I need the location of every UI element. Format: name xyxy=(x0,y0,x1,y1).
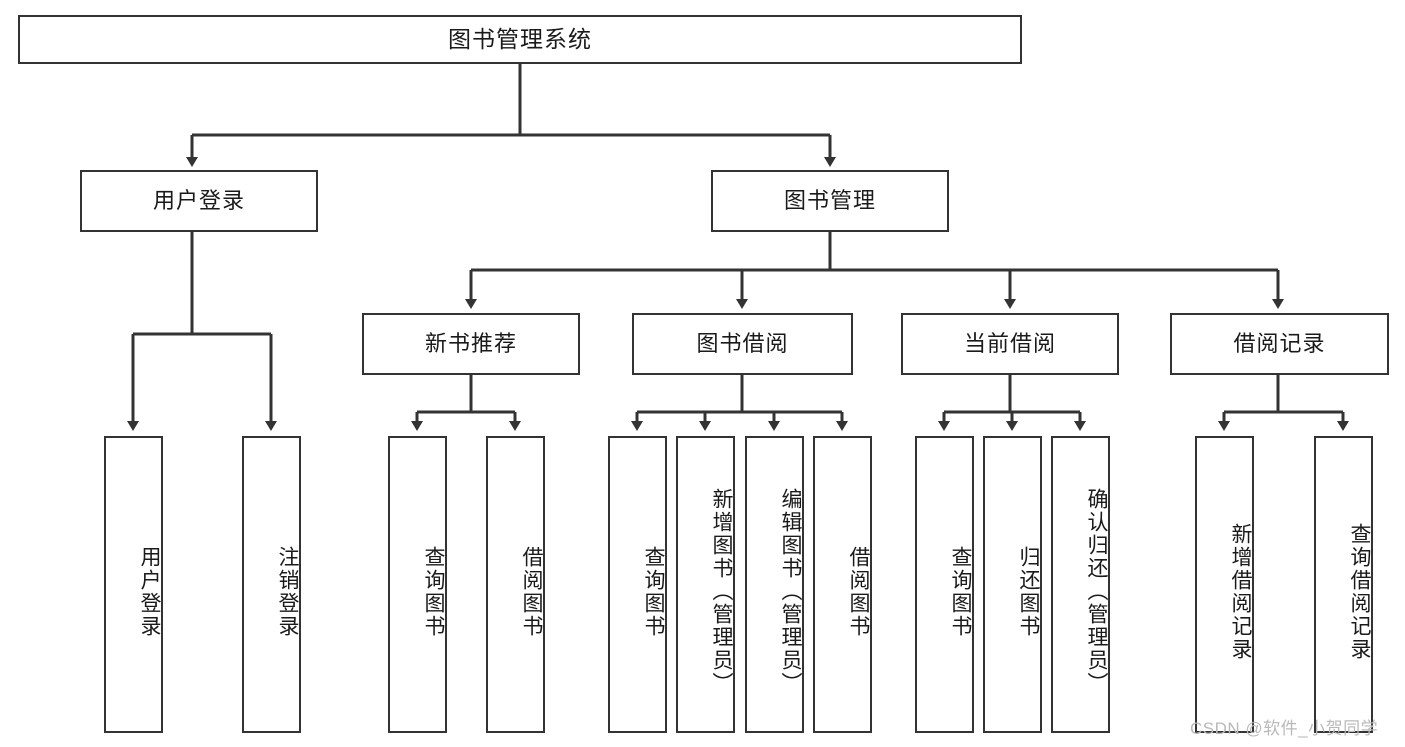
node-new-book-recommend[interactable]: 新书推荐 xyxy=(362,313,580,375)
leaf-borrow-borrow-book[interactable]: 借阅图书 xyxy=(813,436,872,733)
leaf-label: 查询图书 xyxy=(642,545,665,638)
leaf-label: 新增图书（管理员） xyxy=(710,488,733,695)
leaf-label: 确认归还（管理员） xyxy=(1085,488,1108,695)
node-root-system[interactable]: 图书管理系统 xyxy=(18,15,1022,64)
leaf-label: 新增借阅记录 xyxy=(1229,522,1252,661)
leaf-current-query-book[interactable]: 查询图书 xyxy=(915,436,974,733)
leaf-user-login-logout[interactable]: 注销登录 xyxy=(242,436,301,733)
leaf-user-login-signin[interactable]: 用户登录 xyxy=(104,436,163,733)
leaf-label: 查询图书 xyxy=(422,545,445,638)
leaf-label: 归还图书 xyxy=(1017,545,1040,638)
leaf-label: 查询图书 xyxy=(949,545,972,638)
node-current-borrow[interactable]: 当前借阅 xyxy=(901,313,1119,375)
csdn-watermark: CSDN @软件_小贺同学 xyxy=(1190,719,1379,738)
leaf-label: 用户登录 xyxy=(138,545,161,638)
leaf-label: 查询借阅记录 xyxy=(1348,522,1371,661)
leaf-borrow-edit-book-admin[interactable]: 编辑图书（管理员） xyxy=(745,436,804,733)
leaf-record-query-record[interactable]: 查询借阅记录 xyxy=(1314,436,1373,733)
leaf-current-confirm-return-admin[interactable]: 确认归还（管理员） xyxy=(1051,436,1110,733)
leaf-recommend-borrow-book[interactable]: 借阅图书 xyxy=(486,436,545,733)
node-user-login[interactable]: 用户登录 xyxy=(80,170,318,232)
leaf-label: 编辑图书（管理员） xyxy=(779,488,802,695)
node-book-management[interactable]: 图书管理 xyxy=(711,170,949,232)
node-book-borrow[interactable]: 图书借阅 xyxy=(632,313,853,375)
node-borrow-record[interactable]: 借阅记录 xyxy=(1170,313,1389,375)
leaf-label: 注销登录 xyxy=(276,545,299,638)
leaf-borrow-query-book[interactable]: 查询图书 xyxy=(608,436,667,733)
leaf-record-add-record[interactable]: 新增借阅记录 xyxy=(1195,436,1254,733)
leaf-current-return-book[interactable]: 归还图书 xyxy=(983,436,1042,733)
leaf-label: 借阅图书 xyxy=(847,545,870,638)
leaf-label: 借阅图书 xyxy=(520,545,543,638)
leaf-borrow-add-book-admin[interactable]: 新增图书（管理员） xyxy=(676,436,735,733)
leaf-recommend-query-book[interactable]: 查询图书 xyxy=(388,436,447,733)
